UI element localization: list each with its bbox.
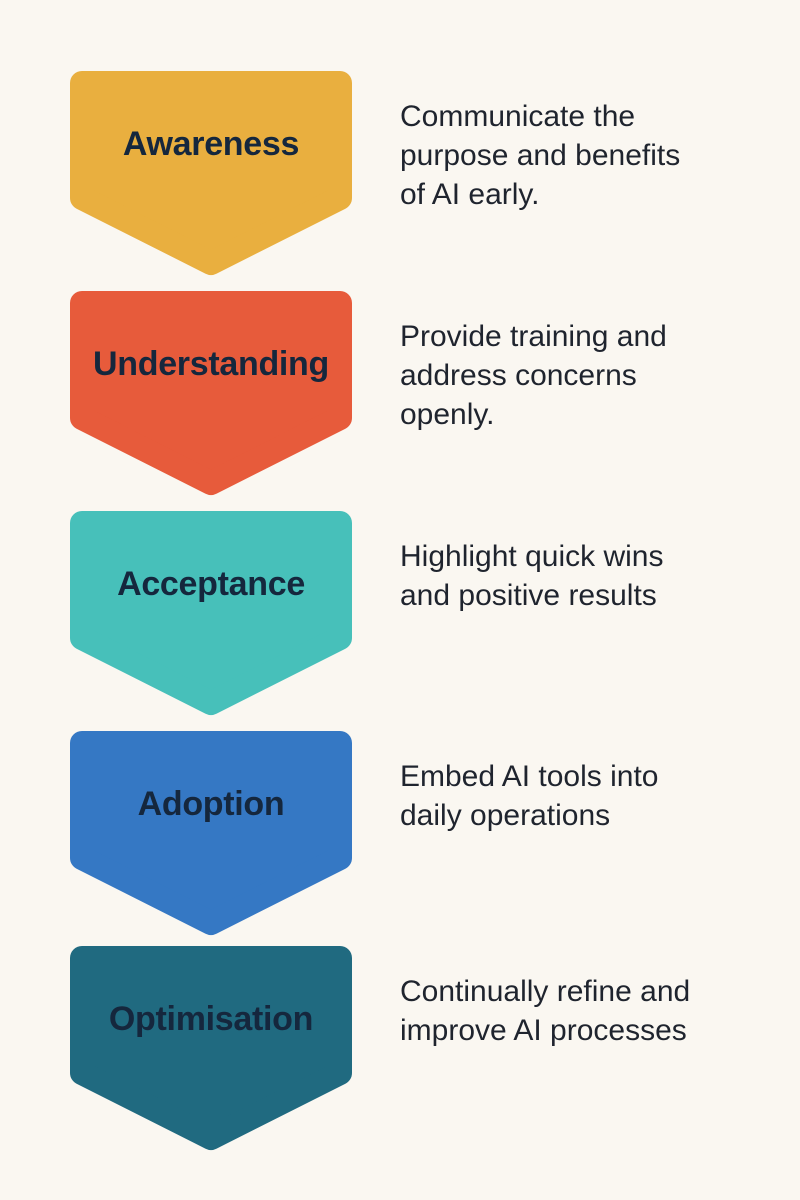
stage-label: Awareness bbox=[122, 124, 300, 163]
banner-arrow-shape bbox=[70, 511, 352, 715]
banner-arrow-shape bbox=[70, 291, 352, 495]
banner-arrow-shape bbox=[70, 731, 352, 935]
stage-row-understanding: Understanding Provide training and addre… bbox=[70, 291, 780, 501]
description-line: Communicate the bbox=[400, 100, 636, 133]
description-line: Continually refine and bbox=[400, 975, 691, 1008]
stage-label: Acceptance bbox=[117, 564, 305, 603]
description-line: and positive results bbox=[400, 579, 657, 612]
stage-label: Optimisation bbox=[108, 999, 314, 1038]
stage-banner-adoption: Adoption bbox=[70, 731, 352, 937]
description-line: daily operations bbox=[400, 799, 611, 832]
stage-label: Understanding bbox=[93, 344, 329, 383]
description-line: Embed AI tools into bbox=[400, 760, 659, 793]
stage-row-adoption: Adoption Embed AI tools into daily opera… bbox=[70, 731, 780, 941]
description-line: Provide training and bbox=[400, 320, 667, 353]
description-line: Highlight quick wins bbox=[400, 540, 664, 573]
stage-description: Provide training and address concerns op… bbox=[400, 317, 667, 434]
stage-banner-optimisation: Optimisation bbox=[70, 946, 352, 1152]
stage-row-optimisation: Optimisation Continually refine and impr… bbox=[70, 946, 780, 1156]
stage-description: Continually refine and improve AI proces… bbox=[400, 972, 690, 1050]
stage-banner-awareness: Awareness bbox=[70, 71, 352, 277]
description-line: openly. bbox=[400, 398, 495, 431]
stage-label: Adoption bbox=[137, 784, 285, 823]
stage-description: Embed AI tools into daily operations bbox=[400, 757, 659, 835]
banner-arrow-shape bbox=[70, 71, 352, 275]
stage-banner-acceptance: Acceptance bbox=[70, 511, 352, 717]
stage-description: Communicate the purpose and benefits of … bbox=[400, 97, 680, 214]
stage-row-awareness: Awareness Communicate the purpose and be… bbox=[70, 71, 780, 281]
description-line: address concerns bbox=[400, 359, 637, 392]
stage-row-acceptance: Acceptance Highlight quick wins and posi… bbox=[70, 511, 780, 721]
stage-description: Highlight quick wins and positive result… bbox=[400, 537, 663, 615]
description-line: purpose and benefits bbox=[400, 139, 681, 172]
description-line: of AI early. bbox=[400, 178, 540, 211]
stage-banner-understanding: Understanding bbox=[70, 291, 352, 497]
banner-arrow-shape bbox=[70, 946, 352, 1150]
description-line: improve AI processes bbox=[400, 1014, 687, 1047]
